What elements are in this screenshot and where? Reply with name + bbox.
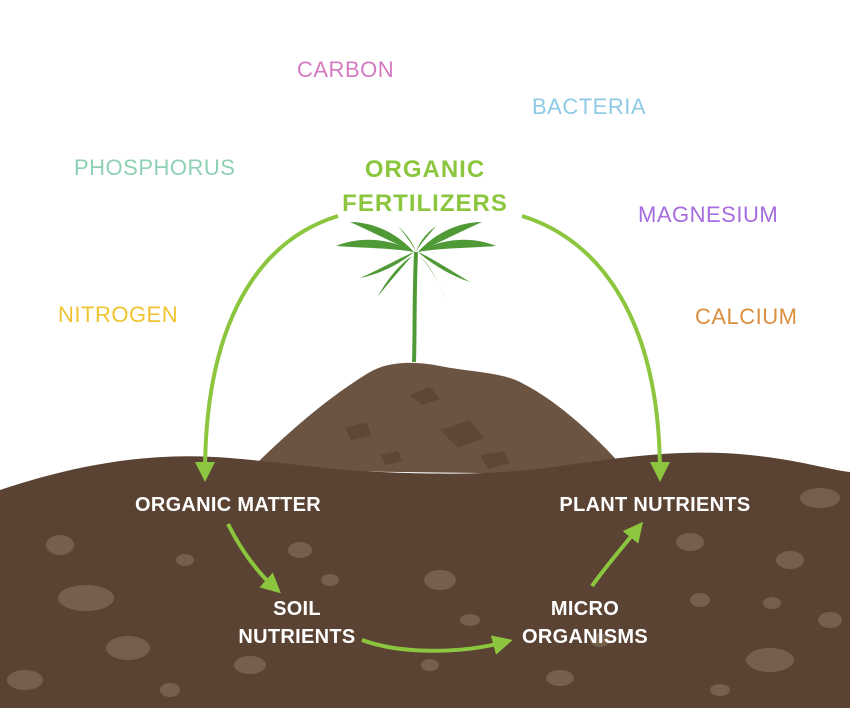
organic-matter-label: ORGANIC MATTER: [134, 494, 322, 516]
micro-organisms-node: MICRO ORGANISMS: [500, 595, 670, 651]
arrow-fertilizers-to-organic-matter: [195, 214, 339, 482]
arrow-organic-matter-to-soil-nutrients: [226, 523, 281, 594]
soil-stones: [7, 488, 842, 697]
mound-texture: [345, 387, 510, 469]
bacteria-label: BACTERIA: [532, 94, 647, 119]
soil-nutrients-line-2: NUTRIENTS: [238, 626, 356, 648]
title-line-1: ORGANIC: [364, 156, 486, 183]
carbon-label: CARBON: [297, 57, 395, 82]
soil-mound: [250, 362, 630, 475]
plant-nutrients-label: PLANT NUTRIENTS: [559, 494, 751, 516]
soil-nutrients-line-1: SOIL: [273, 598, 321, 620]
micro-organisms-line-1: MICRO: [550, 598, 620, 620]
soil-nutrients-node: SOIL NUTRIENTS: [212, 595, 382, 651]
micro-organisms-line-2: ORGANISMS: [521, 626, 649, 648]
magnesium-label: MAGNESIUM: [638, 202, 779, 227]
diagram-title: ORGANIC FERTILIZERS: [325, 153, 525, 221]
nitrogen-label: NITROGEN: [58, 302, 179, 327]
title-line-2: FERTILIZERS: [342, 190, 508, 217]
organic-matter-node: ORGANIC MATTER: [118, 491, 338, 519]
phosphorus-label: PHOSPHORUS: [74, 155, 236, 180]
calcium-label: CALCIUM: [695, 304, 798, 329]
arrow-soil-nutrients-to-micro-organisms: [361, 635, 513, 655]
cannabis-plant-icon: [336, 222, 496, 363]
arrow-micro-organisms-to-plant-nutrients: [590, 521, 643, 588]
arrow-fertilizers-to-plant-nutrients: [521, 214, 670, 482]
plant-nutrients-node: PLANT NUTRIENTS: [540, 491, 770, 519]
